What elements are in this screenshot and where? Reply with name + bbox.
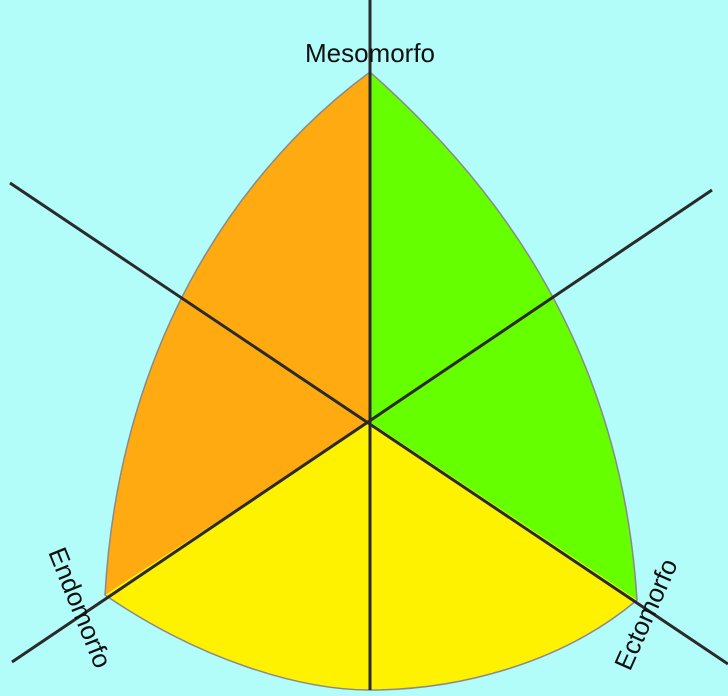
label-endomorph: Endomorfo xyxy=(42,543,117,672)
axis-descending-diagonal xyxy=(9,181,728,666)
region-meso-ecto xyxy=(370,72,637,600)
label-mesomorph: Mesomorfo xyxy=(305,38,435,68)
axis-ascending-diagonal xyxy=(11,188,713,664)
